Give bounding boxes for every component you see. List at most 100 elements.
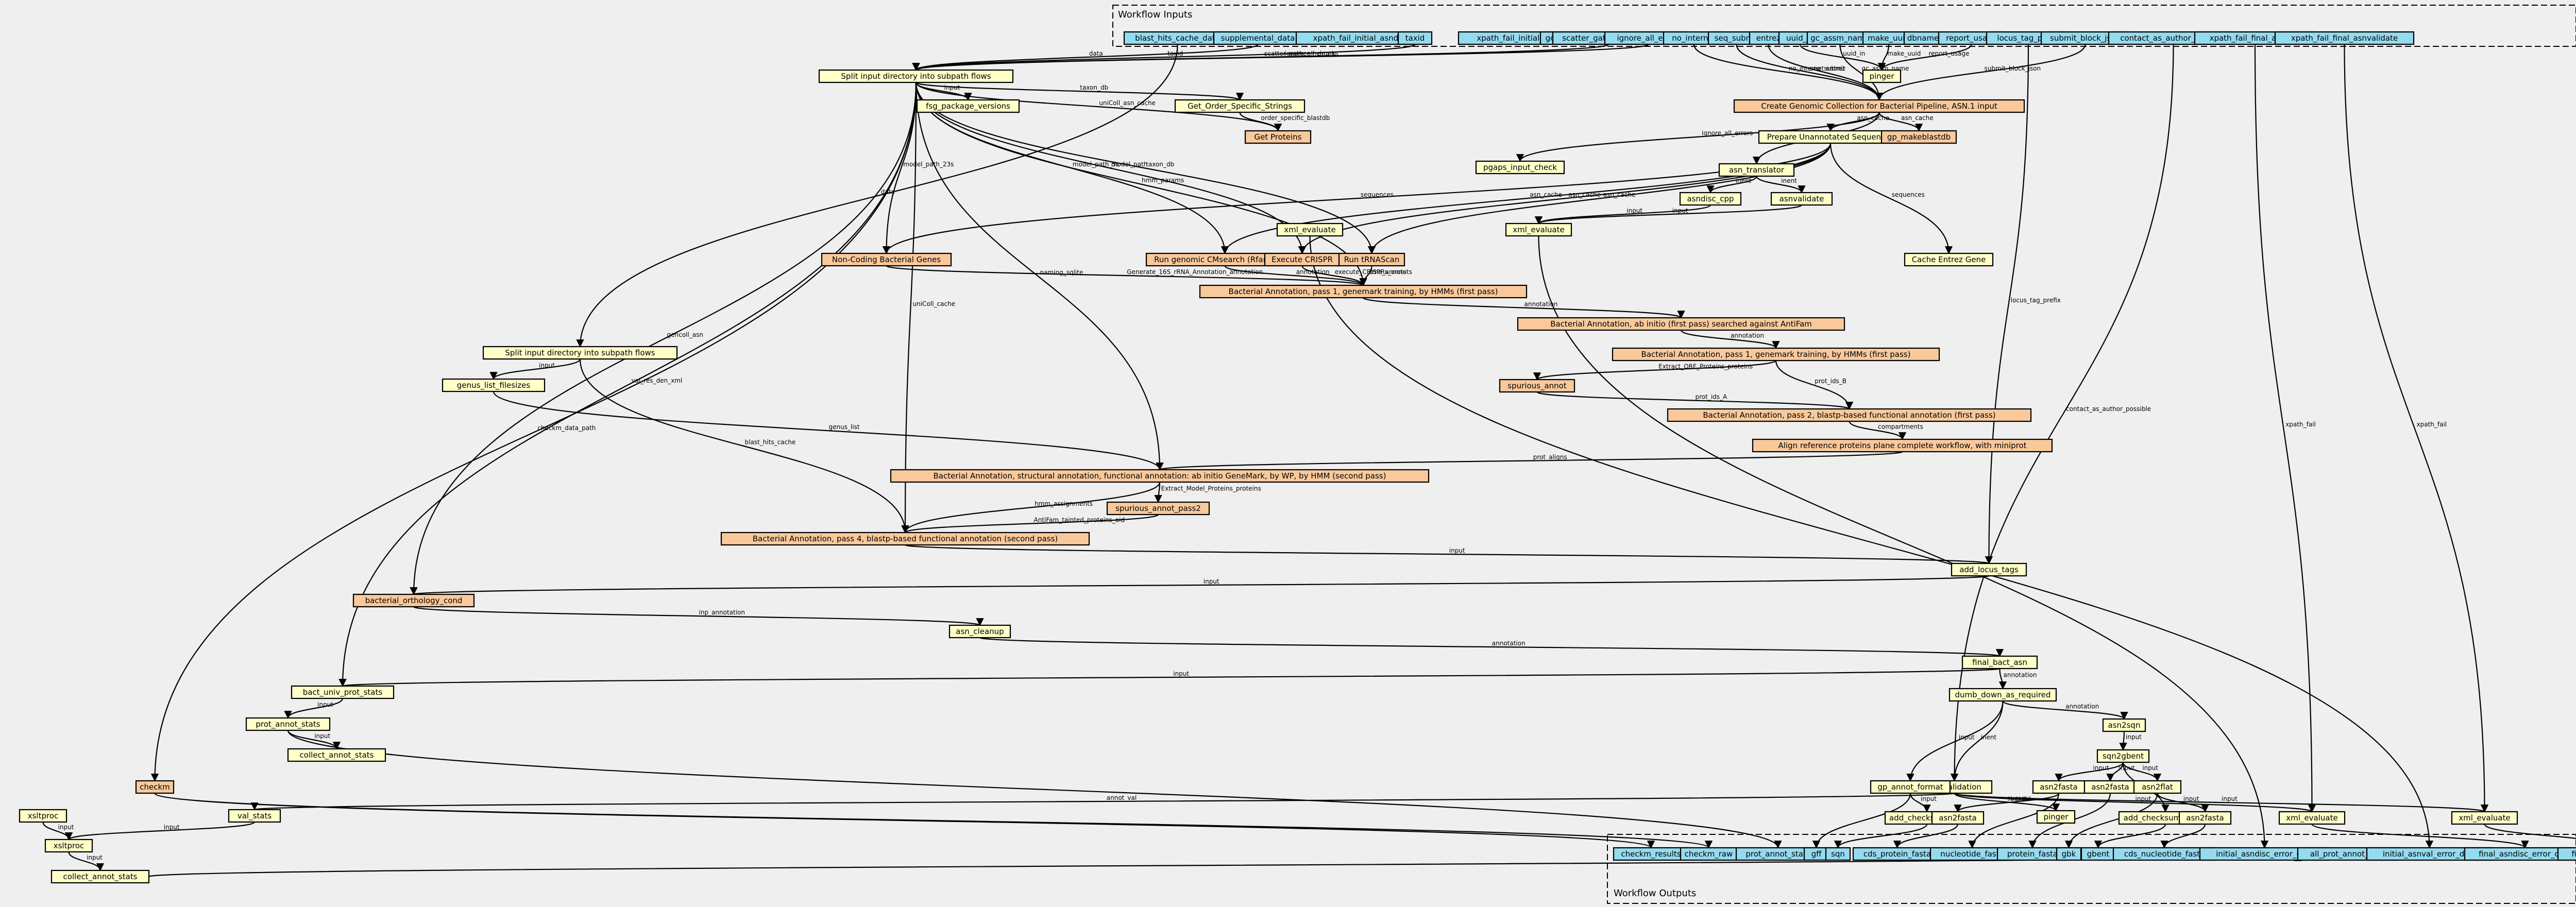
edge-label: input <box>539 362 555 369</box>
edge-line <box>1359 265 1372 286</box>
edge-n-checkm-to-out-checkm-raw <box>154 793 1713 849</box>
node-n-final-bact-asn: final_bact_asn <box>1961 655 2038 670</box>
edge-line <box>1706 176 1757 194</box>
node-n-get-order-specific: Get_Order_Specific_Strings <box>1174 99 1306 113</box>
node-n-xsltproc-b: xsltproc <box>44 838 93 853</box>
edge-label: asn_cache <box>1603 191 1636 198</box>
edge-label: uniColl_cache <box>913 300 955 307</box>
edge-line <box>411 575 1990 595</box>
node-box <box>2133 780 2182 794</box>
edge-line <box>901 514 1159 534</box>
node-label: initial_asnval_error_diag <box>2383 849 2476 859</box>
node-label: gff <box>1811 849 1822 859</box>
node-n-collect-annot-stats-a: collect_annot_stats <box>287 748 386 762</box>
edge-line <box>287 730 341 750</box>
edge-n-align-reference-to-n-structural-annotation: prot_aligns <box>1156 451 1903 471</box>
edge-n-pass1-hmm-b-to-n-spurious-annot: Extract_ORF_Proteins_proteins <box>1533 360 1777 381</box>
node-label: asn2fasta <box>1939 813 1976 823</box>
edge-n-prepare-unannotated-to-n-cache-entrez: sequences <box>1829 143 1953 254</box>
node-label: spurious_annot <box>1507 381 1567 391</box>
edge-label: uuid_in <box>1843 50 1865 57</box>
edge-n-split-input-b-to-n-pass4-blastp: blast_hits_cache <box>579 358 909 534</box>
edge-line <box>912 43 1416 71</box>
node-n-asn2fasta-c: asn2fasta <box>1931 811 1985 825</box>
edge-line <box>2119 731 2127 751</box>
edge-line <box>1875 44 2086 101</box>
edge-line <box>915 81 1244 101</box>
node-label: Create Genomic Collection for Bacterial … <box>1761 101 1997 111</box>
node-n-asn2flat: asn2flat <box>2133 780 2182 794</box>
node-box <box>1825 847 1851 861</box>
edge-n-split-input-to-n-pass4-blastp: uniColl_cache <box>901 82 955 534</box>
node-label: xml_evaluate <box>2286 813 2337 823</box>
node-label: gc_assm_name <box>1810 33 1870 43</box>
node-label: checkm_results <box>1621 849 1681 859</box>
node-label: entrez <box>1756 33 1781 43</box>
node-n-asn-translator: asn_translator <box>1718 163 1795 177</box>
edge-n-asn2fasta-a-to-out-nucleotide-fasta <box>1968 793 2060 849</box>
edge-line <box>2254 44 2316 813</box>
node-out-gbk: gbk <box>2056 847 2082 861</box>
edge-n-split-input-to-n-bact-univ-prot-stats: val_res_den_xml <box>338 82 917 687</box>
node-box <box>2278 811 2346 825</box>
node-box <box>1475 160 1565 175</box>
edge-n-structural-annotation-to-n-spurious-annot-pass2: Extract_Model_Proteins_proteins <box>1154 482 1261 503</box>
node-label: add_locus_tags <box>1959 565 2019 575</box>
node-n-prepare-unannotated: Prepare Unannotated Sequences <box>1758 130 1903 144</box>
edge-label: contact_as_author_possible <box>2066 405 2151 413</box>
edge-line <box>2160 824 2206 849</box>
edge-line <box>1954 792 2488 813</box>
node-label: asn2flat <box>2142 782 2173 792</box>
node-out-checkm-raw: checkm_raw <box>1680 847 1738 861</box>
edge-label: order_specific_blastdb <box>1261 114 1330 122</box>
node-label: sqn <box>1831 849 1845 859</box>
edge-line <box>912 43 1259 71</box>
node-box <box>228 809 281 823</box>
node-box <box>916 99 1020 113</box>
edge-label: input <box>58 824 74 831</box>
edge-line <box>576 44 1178 348</box>
edge-label: execute_CRISPRs_annots <box>1335 268 1412 276</box>
edge-label: sequences <box>1361 191 1394 198</box>
node-label: asn2fasta <box>2186 813 2224 823</box>
edge-label: taxid <box>1167 50 1183 57</box>
edge-label: input <box>944 84 960 91</box>
node-n-asn2sqn: asn2sqn <box>2102 718 2146 732</box>
node-n-asndisc-cpp: asndisc_cpp <box>1679 192 1742 206</box>
edge-label: input <box>317 701 333 708</box>
node-label: report_usage <box>1946 33 1997 43</box>
node-n-sqn2gbent: sqn2gbent <box>2096 749 2150 763</box>
edge-line <box>1968 793 2060 849</box>
node-box <box>1123 31 1232 45</box>
node-label: gp_annot_format <box>1877 782 1943 792</box>
edge-label: input <box>1173 670 1189 677</box>
edge-n-asn2flat-to-n-asn2fasta-d: input <box>2157 793 2209 813</box>
edge-label: entrez <box>1826 65 1845 72</box>
edge-n-gp-annot-format-to-n-add-checksum-sqn: input <box>1909 793 1937 813</box>
node-n-xsltproc-a: xsltproc <box>19 809 67 823</box>
edge-n-sqn2gbent-to-n-asn2fasta-a: input <box>2055 762 2124 782</box>
edge-label: ignore_all_errors <box>1284 50 1335 57</box>
edge-n-xml-evaluate-c-to-out-final-asndisc-error-diag <box>2311 823 2529 849</box>
edge-line <box>1535 204 1803 225</box>
edge-line <box>1693 44 1884 101</box>
node-n-pgaps-input-check: pgaps_input_check <box>1475 160 1565 175</box>
edge-line <box>1954 793 2060 812</box>
edge-n-std-validation-to-n-xml-evaluate-d: input <box>1954 792 2488 813</box>
edge-n-val-stats-to-n-xsltproc-b: input <box>65 821 256 841</box>
edge-n-asn2fasta-a-to-n-asn2fasta-c: input <box>1954 793 2060 813</box>
node-box <box>2451 811 2518 825</box>
edge-line <box>915 82 1376 254</box>
edge-line <box>1533 360 1777 381</box>
node-box <box>2112 847 2216 861</box>
node-in-dbname: dbname <box>1903 31 1943 45</box>
node-label: bact_univ_prot_stats <box>303 688 383 697</box>
edge-n-final-bact-asn-to-n-bact-univ-prot-stats: input <box>340 668 2001 687</box>
cluster-outputs-border <box>1607 834 2576 904</box>
node-in-xpath-fail-final-asnvalidate: xpath_fail_final_asnvalidate <box>2274 31 2415 45</box>
edge-n-asn2fasta-d-to-out-cds-nucleotide-fasta <box>2160 824 2206 849</box>
node-n-pinger-top: pinger <box>1862 69 1902 83</box>
edge-label: input <box>2010 795 2026 802</box>
node-box <box>1338 252 1405 267</box>
edge-in-locus-tag-prefix-to-n-add-locus-tags: locus_tag_prefix <box>1985 44 2061 564</box>
